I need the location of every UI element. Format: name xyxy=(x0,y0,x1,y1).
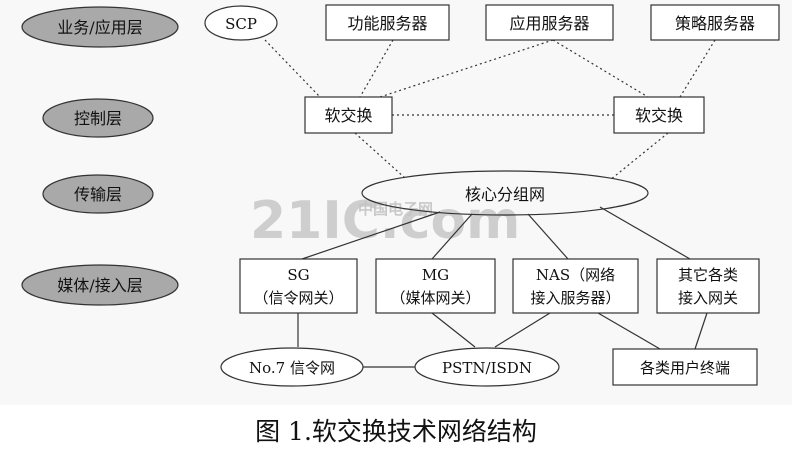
node-softswitch-left-label: 软交换 xyxy=(324,106,372,125)
edge-softswitch-right-core xyxy=(609,132,669,181)
node-mg-label-line1: MG xyxy=(422,266,449,284)
edge-function-softswitch xyxy=(359,39,394,98)
node-policy-server-label: 策略服务器 xyxy=(675,14,755,33)
edge-core-mg xyxy=(431,213,473,260)
layer-transport: 传输层 xyxy=(42,174,154,214)
node-mg-label-line2: （媒体网关） xyxy=(390,289,480,307)
node-nas: NAS（网络 接入服务器） xyxy=(512,258,639,314)
layer-business: 业务/应用层 xyxy=(21,6,179,48)
edge-scp-softswitch xyxy=(264,39,321,98)
node-sg-label-line2: （信令网关） xyxy=(253,289,343,307)
node-softswitch-right-label: 软交换 xyxy=(635,106,683,125)
node-other-gateways-label-line1: 其它各类 xyxy=(678,266,738,284)
network-diagram: 21IC.com 中国电子网 业务/应用层 xyxy=(21,4,780,387)
edge-core-nas xyxy=(527,213,569,260)
node-sg: SG （信令网关） xyxy=(239,258,358,314)
edge-softswitch-left-core xyxy=(354,132,406,179)
node-no7: No.7 信令网 xyxy=(220,347,364,387)
edge-app-softswitch xyxy=(379,39,554,98)
watermark-text: 21IC.com xyxy=(250,191,520,251)
node-user-terminals: 各类用户终端 xyxy=(612,348,758,386)
watermark-cn-text: 中国电子网 xyxy=(358,200,433,218)
node-sg-label-line1: SG xyxy=(287,266,309,284)
node-core-network: 核心分组网 xyxy=(361,170,649,216)
watermark: 21IC.com 中国电子网 xyxy=(250,191,520,251)
node-scp: SCP xyxy=(204,5,278,41)
node-pstn: PSTN/ISDN xyxy=(414,347,560,387)
edge-nas-terminals xyxy=(597,312,661,350)
node-no7-label: No.7 信令网 xyxy=(249,359,335,377)
edge-core-other xyxy=(599,206,691,260)
node-softswitch-left: 软交换 xyxy=(304,96,393,134)
node-pstn-label: PSTN/ISDN xyxy=(442,359,532,377)
edge-nas-pstn xyxy=(494,312,551,348)
node-scp-label: SCP xyxy=(225,15,257,33)
figure-caption: 图 1.软交换技术网络结构 xyxy=(255,417,537,446)
node-other-gateways-label-line2: 接入网关 xyxy=(678,289,738,307)
node-policy-server: 策略服务器 xyxy=(650,4,780,41)
node-nas-label-line2: 接入服务器） xyxy=(530,289,620,307)
edge-policy-softswitch-right xyxy=(679,39,716,98)
layer-business-label: 业务/应用层 xyxy=(57,18,142,37)
node-mg: MG （媒体网关） xyxy=(375,258,496,314)
layer-control-label: 控制层 xyxy=(74,109,122,128)
layer-transport-label: 传输层 xyxy=(74,185,122,204)
diagram-panel: 21IC.com 中国电子网 业务/应用层 xyxy=(21,4,780,387)
node-nas-label-line1: NAS（网络 xyxy=(536,266,615,284)
layer-control: 控制层 xyxy=(42,98,154,138)
layer-access: 媒体/接入层 xyxy=(21,264,179,306)
edge-core-sg xyxy=(301,211,441,260)
layer-labels: 业务/应用层 控制层 传输层 媒体/接入层 xyxy=(21,6,179,306)
node-function-server-label: 功能服务器 xyxy=(347,14,427,33)
node-app-server: 应用服务器 xyxy=(485,4,614,41)
node-user-terminals-label: 各类用户终端 xyxy=(640,359,730,377)
edge-other-terminals xyxy=(694,312,708,350)
edge-app-softswitch-right xyxy=(552,39,649,98)
node-core-network-label: 核心分组网 xyxy=(465,185,545,204)
edge-mg-pstn xyxy=(431,312,476,348)
node-function-server: 功能服务器 xyxy=(325,4,450,41)
node-app-server-label: 应用服务器 xyxy=(509,14,589,33)
node-softswitch-right: 软交换 xyxy=(613,96,705,134)
layer-access-label: 媒体/接入层 xyxy=(57,276,142,295)
node-other-gateways: 其它各类 接入网关 xyxy=(656,258,760,314)
